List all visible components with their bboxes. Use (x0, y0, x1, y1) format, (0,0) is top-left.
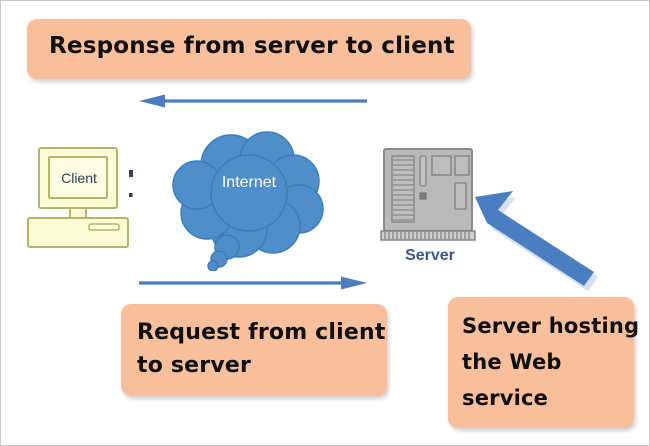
server-tower-icon (380, 148, 476, 241)
callout-server-hosting: Server hosting the Web service (448, 297, 640, 428)
callout-response: Response from server to client (27, 19, 471, 79)
callout-hosting-line-3: service (462, 386, 549, 410)
desktop-computer-icon (27, 147, 133, 248)
server-label: Server (405, 247, 455, 264)
callout-request-line-1: Request from client (137, 320, 386, 345)
callout-response-line-1: Response from server to client (49, 33, 455, 59)
pointer-arrow-to-server (475, 191, 598, 291)
response-arrow-left (139, 94, 367, 108)
cloud-icon (172, 131, 324, 271)
callout-hosting-line-1: Server hosting (462, 314, 640, 338)
callout-hosting-line-2: the Web (462, 350, 562, 374)
callout-request-line-2: to server (137, 353, 252, 378)
request-arrow-right (139, 276, 367, 290)
callout-request: Request from client to server (121, 304, 387, 396)
internet-label: Internet (221, 174, 277, 191)
client-label: Client (61, 170, 97, 186)
